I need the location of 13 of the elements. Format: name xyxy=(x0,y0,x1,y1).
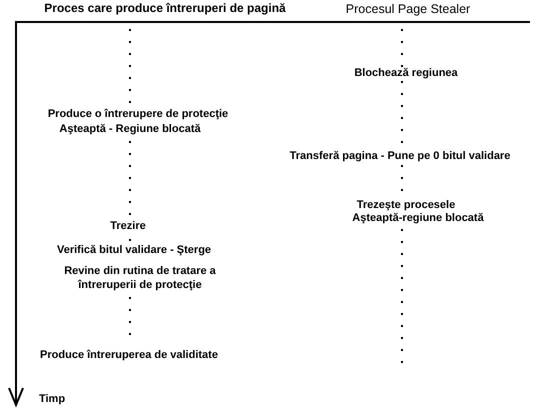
event-label: Produce o întrerupere de protecţie xyxy=(48,107,228,121)
event-label: Aşteaptă - Regiune blocată xyxy=(59,122,201,136)
event-label: Transferă pagina - Pune pe 0 bitul validare xyxy=(290,149,510,163)
event-label: Verifică bitul validare - Şterge xyxy=(56,243,212,257)
event-label: Produce întreruperea de validitate xyxy=(40,348,218,362)
column-heading: Proces care produce întreruperi de pagină xyxy=(44,1,286,15)
event-label: Revine din rutina de tratare a întreruperii de protecţie xyxy=(63,264,217,292)
event-label: Trezire xyxy=(110,219,146,233)
column-heading: Procesul Page Stealer xyxy=(346,2,470,16)
event-label: Trezeşte procesele xyxy=(356,198,456,212)
axis-label: Timp xyxy=(38,392,66,406)
event-label: Blochează regiunea xyxy=(354,66,458,80)
event-label: Aşteaptă-regiune blocată xyxy=(352,211,484,225)
